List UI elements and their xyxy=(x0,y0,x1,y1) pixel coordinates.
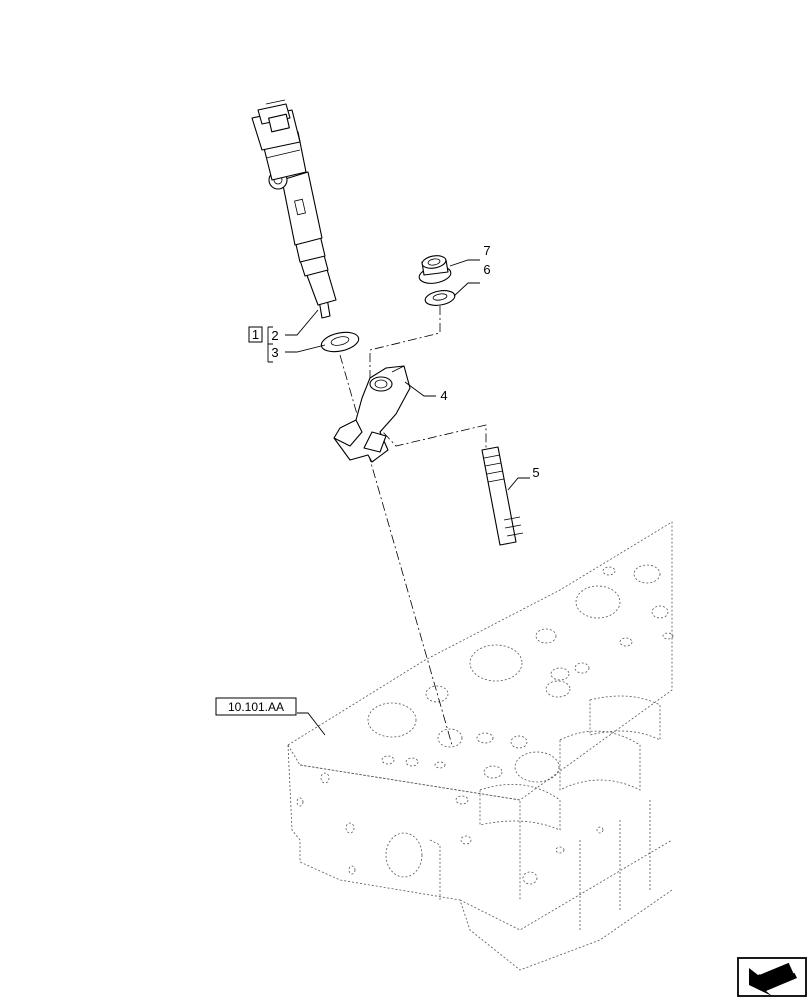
flange-nut xyxy=(418,255,452,284)
cylinder-head xyxy=(287,521,674,971)
callout-1: 1 xyxy=(252,327,259,342)
callout-1-box: 1 xyxy=(248,326,263,343)
return-arrow-icon[interactable] xyxy=(737,957,807,997)
callout-3: 3 xyxy=(271,345,278,360)
callout-6: 6 xyxy=(483,262,490,277)
callout-7: 7 xyxy=(483,243,490,258)
callout-leaders xyxy=(267,259,530,736)
callout-5: 5 xyxy=(532,465,539,480)
assembly-center-lines xyxy=(339,306,487,746)
fuel-injector xyxy=(251,99,337,319)
clamp-stud xyxy=(481,446,524,546)
clamp-washer xyxy=(424,290,456,306)
clamp-stud-axis-line xyxy=(369,306,487,452)
callout-2: 2 xyxy=(271,328,278,343)
reference-label-box[interactable]: 10.101.AA xyxy=(215,697,297,716)
injector-clamp xyxy=(333,365,411,463)
callout-4: 4 xyxy=(440,388,447,403)
reference-label[interactable]: 10.101.AA xyxy=(228,700,284,714)
sealing-washer xyxy=(320,331,360,353)
